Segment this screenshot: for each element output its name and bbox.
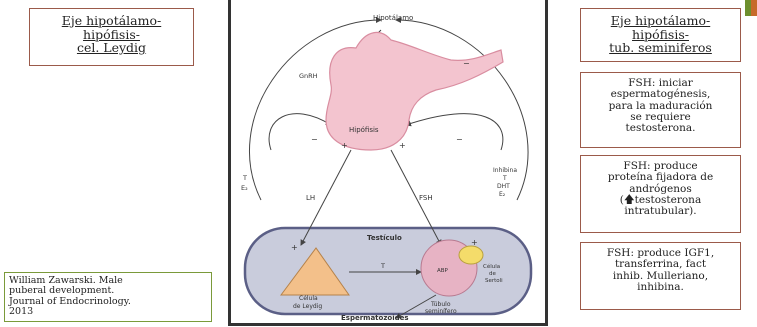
fact-3-line: transferrina, fact	[585, 259, 736, 270]
label-espermatozoides: Espermatozoides	[341, 314, 409, 322]
label-sertoli-1: Célula	[483, 263, 500, 270]
corner-decoration	[745, 0, 757, 16]
label-inhibina-t: T	[502, 175, 507, 182]
right-title-box: Eje hipotálamo- hipófisis- tub. seminife…	[580, 8, 741, 62]
sign-plus: +	[291, 243, 298, 252]
label-sertoli-2: de	[489, 271, 496, 277]
fact-2-line: proteína fijadora de	[585, 172, 736, 183]
label-t-inside: T	[380, 262, 385, 270]
sign-minus: −	[311, 135, 318, 144]
label-gnrh: GnRH	[299, 72, 318, 80]
citation-box: William Zawarski. Male puberal developme…	[4, 272, 212, 322]
fact-box-1: FSH: iniciar espermatogénesis, para la m…	[580, 72, 741, 148]
label-inhibina: Inhibina	[493, 167, 517, 174]
left-title-line2: hipófisis-	[30, 28, 193, 42]
label-hipotalamo: Hipotálamo	[373, 14, 413, 22]
label-leydig-2: de Leydig	[293, 303, 322, 310]
label-leydig-1: Célula	[299, 295, 318, 302]
fact-3-line: inhibina.	[585, 282, 736, 293]
label-abp: ABP	[437, 268, 449, 274]
left-title-box: Eje hipotálamo- hipófisis- cel. Leydig	[29, 8, 194, 66]
sign-plus: +	[399, 141, 406, 150]
left-title-line1: Eje hipotálamo-	[30, 14, 193, 28]
hpg-axis-diagram: Hipotálamo GnRH Hipófisis LH FSH T E₂ In…	[228, 0, 548, 326]
sign-plus: +	[341, 141, 348, 150]
fact-1-line: testosterona.	[585, 123, 736, 134]
right-title-line2: hipófisis-	[581, 28, 740, 42]
sertoli-cell-shape	[459, 246, 483, 264]
label-testiculo: Testículo	[367, 234, 402, 242]
right-inner-arrow	[406, 114, 503, 150]
fact-1-line: espermatogénesis,	[585, 89, 736, 100]
label-hipofisis: Hipófisis	[349, 126, 379, 134]
fact-box-3: FSH: produce IGF1, transferrina, fact in…	[580, 242, 741, 310]
sign-minus: −	[456, 135, 463, 144]
left-inner-arrow	[269, 114, 331, 150]
fact-2-line: intratubular).	[585, 206, 736, 217]
label-tubulo-2: seminífero	[425, 308, 457, 315]
label-sertoli-3: Sertoli	[485, 278, 503, 284]
label-e2: E₂	[241, 184, 248, 192]
right-title-line3: tub. seminiferos	[581, 41, 740, 55]
diagram-svg: Hipotálamo GnRH Hipófisis LH FSH T E₂ In…	[231, 0, 545, 323]
sign-plus: +	[471, 238, 478, 247]
label-t: T	[242, 174, 247, 182]
right-title-line1: Eje hipotálamo-	[581, 14, 740, 28]
citation-line: Journal of Endocrinology.	[9, 297, 207, 307]
citation-line: 2013	[9, 307, 207, 317]
label-e2-right: E₂	[499, 191, 506, 198]
left-title-line3: cel. Leydig	[30, 41, 193, 55]
fact-box-2: FSH: produce proteína fijadora de andróg…	[580, 155, 741, 233]
label-tubulo-1: Túbulo	[430, 301, 451, 308]
label-dht: DHT	[497, 183, 510, 190]
label-fsh: FSH	[419, 194, 433, 202]
label-lh: LH	[306, 194, 315, 202]
sign-minus: −	[463, 59, 470, 68]
